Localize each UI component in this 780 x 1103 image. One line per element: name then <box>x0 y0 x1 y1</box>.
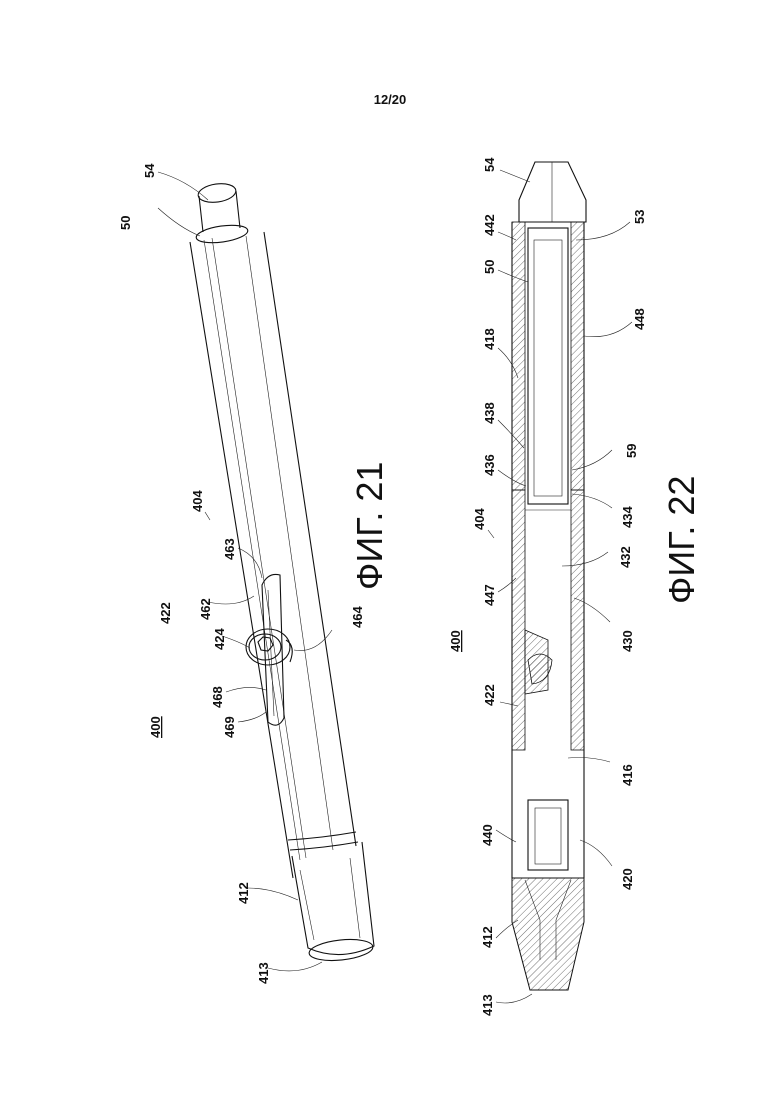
ref-463-fig21: 463 <box>222 538 237 560</box>
ref-469-fig21: 469 <box>222 716 237 738</box>
ref-424-fig21: 424 <box>212 628 227 650</box>
ref-412-fig21: 412 <box>236 882 251 904</box>
ref-412-fig22: 412 <box>480 926 495 948</box>
figure-22-caption: ФИГ. 22 <box>661 476 702 604</box>
ref-448-fig22: 448 <box>632 308 647 330</box>
figure-21-labels: 54 50 404 463 462 422 424 464 468 469 40… <box>118 163 390 984</box>
figure-21-drawing <box>190 181 374 963</box>
ref-468-fig21: 468 <box>210 686 225 708</box>
ref-400-fig21: 400 <box>148 716 163 738</box>
ref-438-fig22: 438 <box>482 402 497 424</box>
ref-54-fig21: 54 <box>142 163 157 178</box>
figure-22-drawing <box>512 162 586 990</box>
ref-464-fig21: 464 <box>350 606 365 628</box>
ref-420-fig22: 420 <box>620 868 635 890</box>
ref-434-fig22: 434 <box>620 506 635 528</box>
ref-413-fig22: 413 <box>480 994 495 1016</box>
ref-462-fig21: 462 <box>198 598 213 620</box>
ref-447-fig22: 447 <box>482 584 497 606</box>
ref-404-fig21: 404 <box>190 490 205 512</box>
ref-418-fig22: 418 <box>482 328 497 350</box>
ref-422-fig22: 422 <box>482 684 497 706</box>
ref-53-fig22: 53 <box>632 210 647 224</box>
ref-430-fig22: 430 <box>620 630 635 652</box>
ref-50-fig21: 50 <box>118 216 133 230</box>
ref-436-fig22: 436 <box>482 454 497 476</box>
ref-400-fig22: 400 <box>448 630 463 652</box>
ref-432-fig22: 432 <box>618 546 633 568</box>
ref-59-fig22: 59 <box>624 444 639 458</box>
ref-404-fig22: 404 <box>472 508 487 530</box>
figure-21-caption: ФИГ. 21 <box>349 462 390 590</box>
ref-440-fig22: 440 <box>480 824 495 846</box>
figure-21-leaders <box>158 172 332 971</box>
ref-413-fig21: 413 <box>256 962 271 984</box>
ref-50-fig22: 50 <box>482 260 497 274</box>
ref-54-fig22: 54 <box>482 157 497 172</box>
ref-416-fig22: 416 <box>620 764 635 786</box>
ref-442-fig22: 442 <box>482 214 497 236</box>
ref-422-fig21: 422 <box>158 602 173 624</box>
